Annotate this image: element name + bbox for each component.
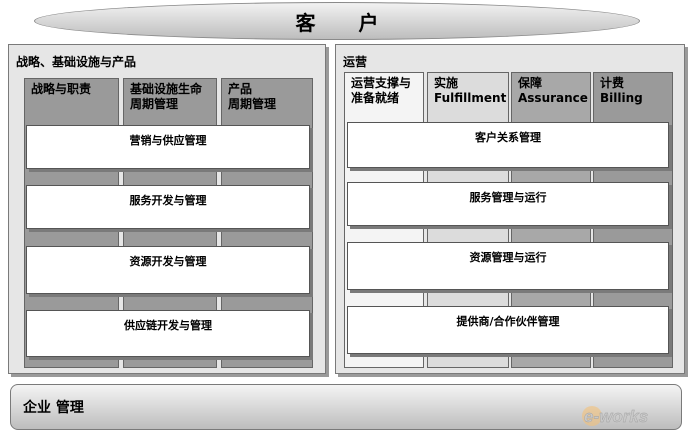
bar-label: 服务管理与运行	[469, 191, 547, 204]
bar-label: 客户关系管理	[475, 131, 541, 144]
bar-partner-management: 提供商/合作伙伴管理	[347, 306, 669, 354]
column-label: 运营支撑与 准备就绪	[351, 76, 412, 105]
column-label: 计费 Billing	[600, 76, 643, 105]
enterprise-management-bar: 企业 管理	[10, 384, 682, 430]
bar-marketing-offer: 营销与供应管理	[26, 125, 310, 169]
operations-panel-title: 运营	[343, 55, 368, 69]
bar-label: 提供商/合作伙伴管理	[456, 315, 560, 328]
enterprise-management-label: 企业 管理	[23, 400, 84, 416]
bar-label: 资源开发与管理	[129, 255, 207, 268]
bar-resource-operations: 资源管理与运行	[347, 242, 669, 290]
bar-label: 服务开发与管理	[129, 194, 207, 207]
bar-service-development: 服务开发与管理	[26, 185, 310, 229]
column-label: 保障 Assurance	[518, 76, 588, 105]
column-label: 产品 周期管理	[228, 82, 277, 111]
bar-label: 资源管理与运行	[469, 251, 547, 264]
column-label: 战略与职责	[31, 82, 92, 96]
bar-resource-development: 资源开发与管理	[26, 246, 310, 294]
bar-customer-relationship: 客户关系管理	[347, 122, 669, 168]
strategy-panel-title: 战略、基础设施与产品	[16, 55, 137, 69]
eworks-logo: e-works	[582, 406, 648, 426]
bar-label: 营销与供应管理	[129, 134, 207, 147]
customer-label: 客 户	[295, 10, 397, 35]
bar-supply-chain-development: 供应链开发与管理	[26, 310, 310, 357]
bar-service-operations: 服务管理与运行	[347, 182, 669, 226]
bar-label: 供应链开发与管理	[124, 319, 212, 332]
column-label: 基础设施生命 周期管理	[130, 82, 203, 111]
column-label: 实施 Fulfillment	[434, 76, 507, 105]
customer-ellipse: 客 户	[34, 2, 640, 40]
logo-text: e-works	[584, 407, 648, 426]
